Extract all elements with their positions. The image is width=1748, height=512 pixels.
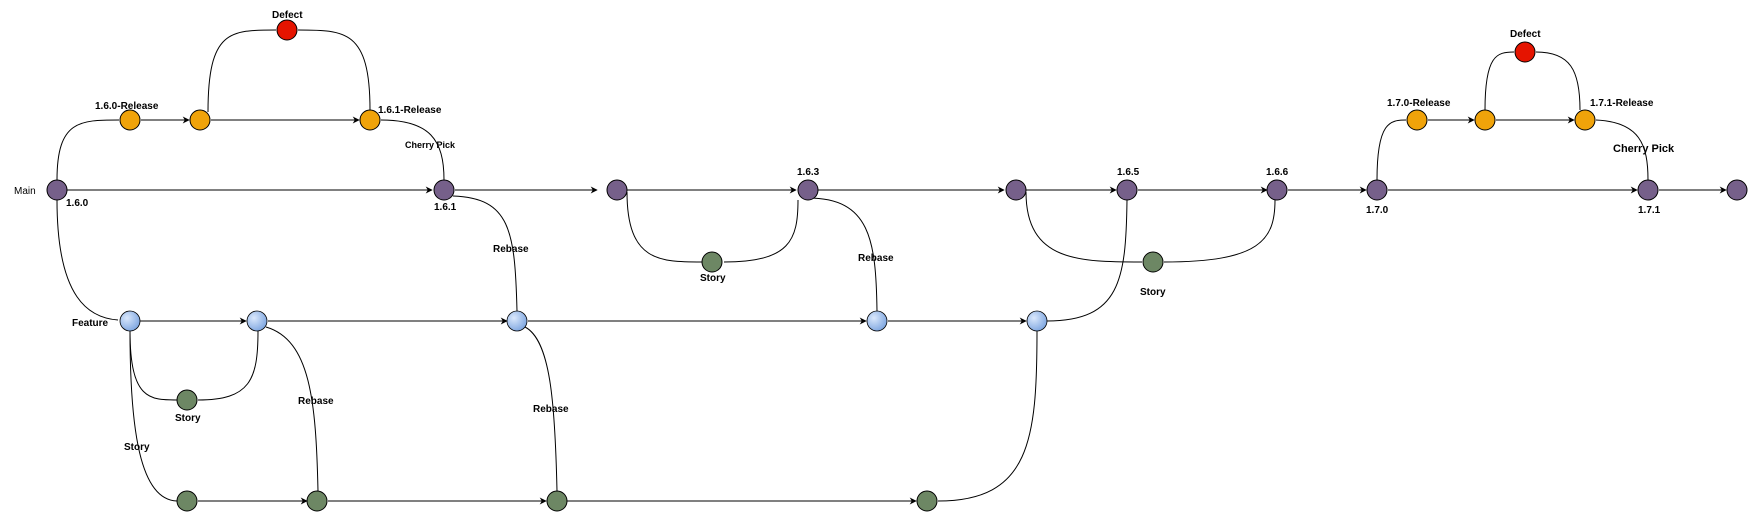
label-rebase-1: Rebase: [493, 244, 529, 255]
edge-feature-to-165: [1046, 199, 1128, 322]
commit-feature-start[interactable]: [119, 310, 141, 332]
commit-main-a[interactable]: [606, 179, 628, 201]
edge-main-to-feature: [56, 199, 119, 321]
commit-feature-2[interactable]: [246, 310, 268, 332]
label-v170: 1.7.0: [1366, 205, 1389, 216]
label-rebase-2: Rebase: [858, 253, 894, 264]
label-defect-2: Defect: [1510, 29, 1541, 40]
edge-main-story2-b: [723, 199, 799, 263]
edge-cherry-pick-1: [380, 119, 445, 181]
commit-defect-2[interactable]: [1514, 41, 1536, 63]
edge-rebase-2: [807, 197, 878, 312]
commit-defect-1[interactable]: [276, 19, 298, 41]
commit-release-171[interactable]: [1574, 109, 1596, 131]
commit-feature-4[interactable]: [866, 310, 888, 332]
label-feature: Feature: [72, 318, 109, 329]
commit-main-b[interactable]: [1005, 179, 1027, 201]
commit-main-160[interactable]: [46, 179, 68, 201]
commit-release-mid-2[interactable]: [1474, 109, 1496, 131]
main-commits: [46, 179, 1748, 201]
label-v160: 1.6.0: [66, 198, 89, 209]
commit-feature-3[interactable]: [506, 310, 528, 332]
commit-story-2[interactable]: [701, 251, 723, 273]
main-story-edges: [626, 191, 1276, 263]
label-story-1: Story: [175, 413, 201, 424]
label-release-160: 1.6.0-Release: [95, 101, 159, 112]
label-release-170: 1.7.0-Release: [1387, 98, 1451, 109]
label-release-161: 1.6.1-Release: [378, 105, 442, 116]
commit-main-165[interactable]: [1116, 179, 1138, 201]
commit-story-3[interactable]: [1142, 251, 1164, 273]
commit-main-163[interactable]: [797, 179, 819, 201]
commit-story-line-4[interactable]: [916, 490, 938, 512]
edge-story-to-feature: [937, 330, 1038, 502]
edge-feature-story1-b: [197, 330, 259, 401]
label-v165: 1.6.5: [1117, 167, 1140, 178]
edge-defect-r171: [1535, 51, 1581, 111]
story-branch-edges: [129, 326, 1038, 505]
edge-feature-story1-a: [129, 330, 178, 401]
commit-main-170[interactable]: [1366, 179, 1388, 201]
release-edges: [56, 29, 1649, 181]
edge-defect-r161: [297, 29, 371, 111]
label-cherry-pick-2: Cherry Pick: [1613, 143, 1675, 155]
label-v161: 1.6.1: [434, 202, 457, 213]
feature-commits: [119, 310, 1048, 332]
edge-main-to-r170: [1376, 119, 1407, 181]
commit-main-166[interactable]: [1266, 179, 1288, 201]
label-v163: 1.6.3: [797, 167, 820, 178]
story-commits: [176, 251, 1164, 512]
edge-main-story3-b: [1163, 199, 1276, 263]
commit-story-1[interactable]: [176, 389, 198, 411]
label-main: Main: [14, 186, 36, 197]
release-commits: [119, 19, 1596, 131]
diagram-labels: Main Feature 1.6.0 1.6.1 1.6.3 1.6.5 1.6…: [14, 10, 1675, 453]
edge-main-story3-a: [1025, 191, 1143, 263]
edge-r2-defect: [1484, 51, 1515, 111]
edge-main-story2-a: [626, 191, 703, 263]
label-cherry-pick-1: Cherry Pick: [405, 140, 456, 150]
label-release-171: 1.7.1-Release: [1590, 98, 1654, 109]
edge-feature-story-line: [129, 330, 178, 502]
commit-main-end[interactable]: [1726, 179, 1748, 201]
edge-rebase-1: [452, 195, 518, 312]
edge-cherry-pick-2: [1595, 119, 1649, 181]
commit-release-161[interactable]: [359, 109, 381, 131]
commit-story-line-2[interactable]: [306, 490, 328, 512]
label-rebase-3: Rebase: [298, 396, 334, 407]
label-story-2: Story: [700, 273, 726, 284]
label-v166: 1.6.6: [1266, 167, 1289, 178]
edge-rebase-4: [524, 326, 558, 492]
commit-release-170[interactable]: [1406, 109, 1428, 131]
label-story-4: Story: [124, 442, 150, 453]
commit-release-mid-1[interactable]: [189, 109, 211, 131]
edge-r1-defect: [207, 29, 277, 113]
edge-main-to-r160: [56, 119, 120, 181]
label-story-3: Story: [1140, 287, 1166, 298]
commit-story-line-3[interactable]: [546, 490, 568, 512]
feature-branch-edges: [56, 195, 1128, 401]
commit-main-171[interactable]: [1637, 179, 1659, 201]
label-defect-1: Defect: [272, 10, 303, 21]
commit-release-160[interactable]: [119, 109, 141, 131]
commit-story-line-1[interactable]: [176, 490, 198, 512]
label-rebase-4: Rebase: [533, 404, 569, 415]
edge-rebase-3: [265, 326, 319, 492]
commit-main-161[interactable]: [433, 179, 455, 201]
commit-feature-5[interactable]: [1026, 310, 1048, 332]
label-v171: 1.7.1: [1638, 205, 1661, 216]
